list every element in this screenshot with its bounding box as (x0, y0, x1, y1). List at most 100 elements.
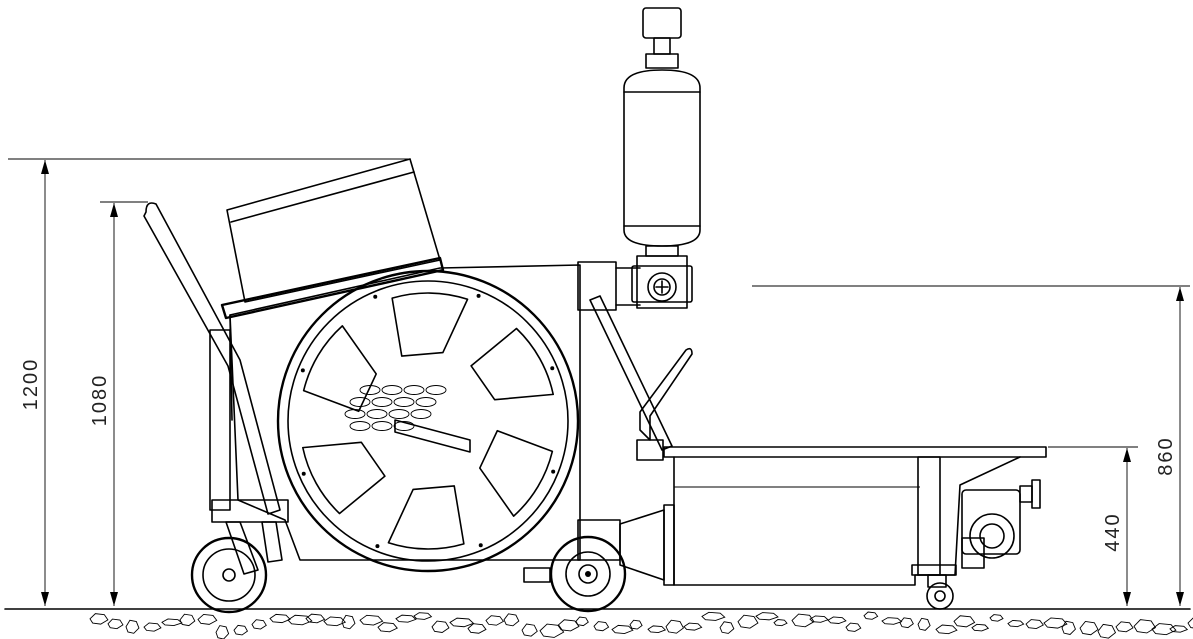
left-wheel (190, 536, 268, 614)
gravel-stone (485, 615, 505, 626)
dimension-handle-height-label: 1080 (89, 374, 111, 427)
gravel-stone (179, 613, 196, 627)
gravel-stone (197, 613, 218, 625)
gravel-stone (557, 619, 580, 632)
dimension-hopper-height: 860 (752, 285, 1190, 606)
dimension-hopper-height-label: 860 (1155, 436, 1177, 475)
logo-oval (425, 385, 447, 395)
gravel-stone (269, 613, 291, 624)
gravel-stone (755, 612, 779, 621)
gravel-stone (1007, 619, 1025, 628)
gravel-stone (1151, 623, 1177, 636)
gravel-stone (1133, 619, 1157, 634)
logo-oval (410, 409, 432, 419)
dimension-outlet-height: 440 (1048, 446, 1138, 606)
gravel-stone (341, 614, 356, 630)
gravel-stone (89, 613, 109, 625)
gravel-stone (503, 613, 520, 627)
gravel-stone (989, 614, 1004, 622)
gravel-stone (521, 623, 538, 637)
caster-wheel (926, 574, 954, 610)
rotor-bolt (551, 469, 556, 474)
dimension-total-height: 1200 (8, 158, 410, 606)
gravel-stone (647, 625, 667, 634)
gravel-stone (737, 614, 759, 629)
gravel-stone (935, 624, 958, 635)
motor-assembly (623, 7, 701, 309)
gravel-stone (629, 619, 643, 630)
gravel-stone (431, 620, 450, 633)
logo-oval (344, 409, 366, 419)
gravel-stone (359, 614, 384, 626)
gravel-stone (791, 613, 815, 628)
gravel-stone (395, 614, 417, 623)
rotor-bolt (300, 368, 305, 373)
dimension-handle-height: 1080 (89, 201, 148, 606)
rotor-disc (276, 269, 580, 573)
logo-oval (381, 385, 403, 395)
gravel-stone (323, 616, 347, 627)
left-handle-frame (143, 202, 289, 575)
outlet-cone (619, 504, 675, 586)
logo-oval (366, 409, 388, 419)
top-hopper-box (220, 158, 445, 421)
gravel-stone (287, 614, 313, 626)
dimension-total-height-label: 1200 (20, 358, 42, 411)
gravel-stone (233, 624, 249, 636)
gravel-stone (953, 615, 976, 628)
gravel-stone (161, 618, 183, 627)
rotor-bolt (375, 544, 380, 549)
gravel-stone (611, 624, 634, 634)
gravel-stone (701, 611, 726, 621)
gravel-stone (863, 611, 879, 620)
rotor-bolt (478, 543, 483, 548)
gravel-stone (575, 616, 589, 627)
logo-oval (359, 385, 381, 395)
logo-lettering (394, 419, 471, 453)
logo-oval (371, 421, 393, 431)
gravel-stone (971, 623, 990, 632)
gravel-stone (305, 613, 326, 624)
rotor-bolt (550, 366, 555, 371)
logo-oval (415, 397, 437, 407)
gravel-stone (827, 616, 847, 624)
ground (4, 608, 1193, 639)
dimension-outlet-height-label: 440 (1102, 512, 1124, 551)
gravel-stone (845, 622, 862, 632)
gravel-stone (719, 621, 735, 634)
gravel-stone (125, 619, 140, 634)
mixing-trough (663, 446, 1047, 586)
rotor-window (301, 441, 386, 515)
gravel-stone (773, 619, 788, 627)
rotor-window (470, 327, 555, 401)
rotor-window (391, 292, 469, 357)
gravel-stone (1043, 617, 1068, 629)
gravel-stone (449, 617, 475, 628)
gravel-stone (1187, 617, 1193, 629)
gravel-stone (143, 622, 162, 632)
gravel-stone (107, 618, 124, 630)
rotor-window (302, 325, 378, 413)
logo-oval (388, 409, 410, 419)
gravel-stone (539, 623, 565, 638)
gravel-stone (467, 623, 487, 634)
gravel-stone (881, 617, 903, 625)
gravel-stone (1169, 625, 1189, 633)
rotor-window (387, 485, 465, 550)
right-strut (589, 295, 693, 461)
outlet-pump (961, 479, 1041, 569)
rotor-bolt (373, 294, 378, 299)
logo-oval (349, 421, 371, 431)
logo-oval (349, 397, 371, 407)
gravel-stone (1025, 619, 1044, 630)
gravel-stone (665, 619, 685, 634)
gravel-stone (683, 622, 703, 631)
middle-wheel (523, 535, 627, 613)
gravel-stone (215, 625, 230, 639)
rotor-window (478, 429, 554, 517)
gravel-stone (1097, 623, 1117, 639)
gravel-stone (1115, 621, 1134, 633)
logo-oval (393, 397, 415, 407)
gravel-stone (1061, 620, 1076, 635)
